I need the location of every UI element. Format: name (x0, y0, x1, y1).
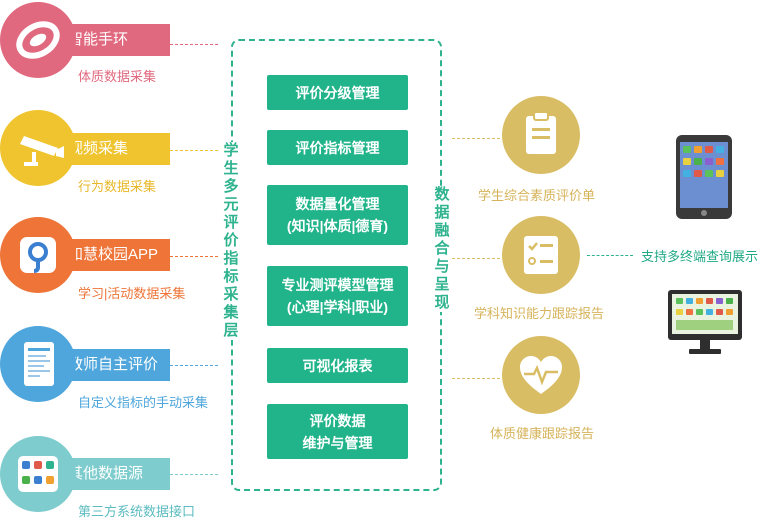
left-layer-label: 学生多元评价指标采集层 (222, 142, 240, 340)
connector-line (452, 258, 500, 259)
tablet-icon (675, 134, 733, 225)
connector-line (170, 365, 218, 366)
connector-line (587, 255, 633, 256)
source-subtitle: 自定义指标的手动采集 (78, 395, 209, 410)
connector-line (452, 378, 500, 379)
right-layer-label: 数据融合与呈现 (433, 186, 451, 312)
source-circle (0, 217, 76, 293)
connector-line (170, 150, 218, 151)
output-label: 学生综合素质评价单 (478, 188, 596, 203)
app-icon (20, 237, 56, 273)
connector-line (170, 256, 218, 257)
source-circle (0, 110, 76, 186)
source-subtitle: 体质数据采集 (78, 69, 157, 84)
clipboard-icon (526, 111, 556, 154)
output-circle (502, 336, 580, 414)
module-assessment-model: 专业测评模型管理(心理|学科|职业) (267, 266, 408, 326)
output-label: 学科知识能力跟踪报告 (474, 306, 605, 321)
module-indicator-management: 评价指标管理 (267, 130, 408, 165)
wristband-icon (16, 21, 60, 59)
source-subtitle: 行为数据采集 (78, 179, 157, 194)
terminals-label: 支持多终端查询展示 (641, 249, 759, 264)
source-subtitle: 第三方系统数据接口 (78, 504, 196, 519)
output-label: 体质健康跟踪报告 (490, 426, 595, 441)
apps-grid-icon (18, 456, 58, 492)
monitor-icon (667, 289, 743, 362)
connector-line (170, 474, 218, 475)
source-circle (0, 436, 76, 512)
connector-line (452, 138, 500, 139)
phone-form-icon (24, 342, 54, 386)
checklist-icon (524, 236, 558, 274)
camera-icon (20, 136, 64, 166)
heart-pulse-icon (520, 356, 562, 394)
module-data-maintenance: 评价数据维护与管理 (267, 404, 408, 459)
output-circle (502, 216, 580, 294)
source-title-bar: 其他数据源 (56, 458, 170, 490)
source-circle (0, 326, 76, 402)
output-circle (502, 96, 580, 174)
source-subtitle: 学习|活动数据采集 (78, 286, 186, 301)
source-circle (0, 2, 76, 78)
module-visual-report: 可视化报表 (267, 348, 408, 383)
module-data-quantification: 数据量化管理(知识|体质|德育) (267, 185, 408, 245)
module-grade-management: 评价分级管理 (267, 75, 408, 110)
connector-line (170, 44, 218, 45)
